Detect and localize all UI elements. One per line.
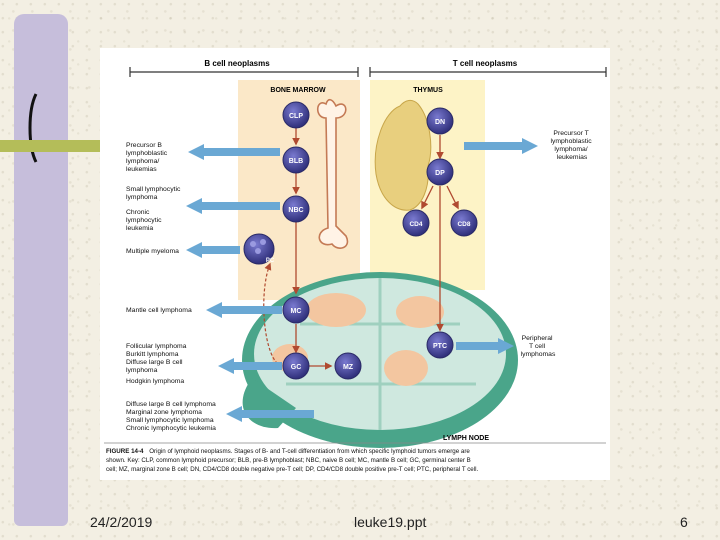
arrow-small-lymphocytic — [186, 198, 280, 214]
cell-clp-label: CLP — [289, 113, 303, 120]
label-mantle-cell: Mantle cell lymphoma — [126, 307, 192, 314]
arrow-precursor-t — [464, 138, 538, 154]
cell-dn: DN — [426, 107, 454, 135]
label-diffuse-large: Diffuse large B cell lymphoma Marginal z… — [126, 401, 218, 432]
cell-nbc-label: NBC — [288, 207, 303, 214]
cell-cd4-label: CD4 — [409, 221, 422, 228]
neoplasm-arrows — [186, 138, 538, 422]
cell-mc-label: MC — [291, 308, 302, 315]
arrow-diffuse-large — [226, 406, 314, 422]
arrow-precursor-b — [188, 144, 280, 160]
label-precursor-b: Precursor B lymphoblastic lymphoma/ leuk… — [126, 142, 169, 173]
arrow-follicular — [218, 358, 282, 374]
label-multiple-myeloma: Multiple myeloma — [126, 248, 179, 255]
caption-line-2: shown. Key: CLP, common lymphoid precurs… — [106, 457, 471, 464]
decorative-side-bar — [14, 14, 68, 526]
cell-cd8: CD8 — [450, 209, 478, 237]
cell-clp: CLP — [282, 101, 310, 129]
cell-ptc-label: PTC — [433, 343, 447, 350]
arrow-multiple-myeloma — [186, 242, 240, 258]
b-cell-neoplasms-title: B cell neoplasms — [204, 59, 270, 68]
label-peripheral-t: Peripheral T cell lymphomas — [521, 335, 556, 358]
cell-gc: GC — [282, 352, 310, 380]
cell-pc: PC — [243, 233, 275, 265]
cell-mc: MC — [282, 296, 310, 324]
caption-line-1: FIGURE 14-4 Origin of lymphoid neoplasms… — [106, 448, 470, 455]
cell-blb-label: BLB — [289, 158, 303, 165]
cell-dp-label: DP — [435, 170, 445, 177]
cell-nbc: NBC — [282, 195, 310, 223]
arrow-mantle-cell — [206, 302, 282, 318]
cell-cd8-label: CD8 — [457, 221, 470, 228]
lymph-node-label: LYMPH NODE — [443, 435, 489, 442]
lymphoid-neoplasm-figure: B cell neoplasms T cell neoplasms BONE M… — [100, 48, 610, 480]
bracket-decoration — [28, 93, 38, 163]
cell-gc-label: GC — [291, 364, 302, 371]
label-follicular: Follicular lymphoma Burkitt lymphoma Dif… — [126, 343, 188, 385]
label-precursor-t: Precursor T lymphoblastic lymphoma/ leuk… — [550, 130, 593, 161]
t-cell-neoplasms-title: T cell neoplasms — [453, 59, 518, 68]
footer-date: 24/2/2019 — [90, 514, 153, 530]
figure-drawing: B cell neoplasms T cell neoplasms BONE M… — [104, 56, 607, 473]
arrow-peripheral-t — [456, 338, 514, 354]
cell-mz: MZ — [334, 352, 362, 380]
bone-illustration — [316, 98, 349, 249]
cell-mz-label: MZ — [343, 364, 354, 371]
footer-page-number: 6 — [680, 514, 688, 530]
differentiation-arrows — [263, 127, 459, 370]
figure-label: FIGURE 14-4 — [106, 448, 144, 455]
cell-dp: DP — [426, 158, 454, 186]
cell-blb: BLB — [282, 146, 310, 174]
cell-cd4: CD4 — [402, 209, 430, 237]
thymus-label: THYMUS — [413, 87, 443, 94]
label-small-lymphocytic: Small lymphocytic lymphoma Chronic lymph… — [126, 186, 182, 232]
thymus-illustration — [374, 99, 432, 211]
cell-dn-label: DN — [435, 119, 445, 126]
footer-filename: leuke19.ppt — [354, 514, 427, 530]
decorative-horizontal-bar — [0, 140, 100, 152]
caption-line-3: cell; MZ, marginal zone B cell; DN, CD4/… — [106, 466, 478, 473]
bone-marrow-label: BONE MARROW — [270, 87, 326, 94]
cell-pc-label: PC — [266, 258, 275, 264]
lymph-node-illustration — [242, 272, 518, 448]
cell-ptc: PTC — [426, 331, 454, 359]
